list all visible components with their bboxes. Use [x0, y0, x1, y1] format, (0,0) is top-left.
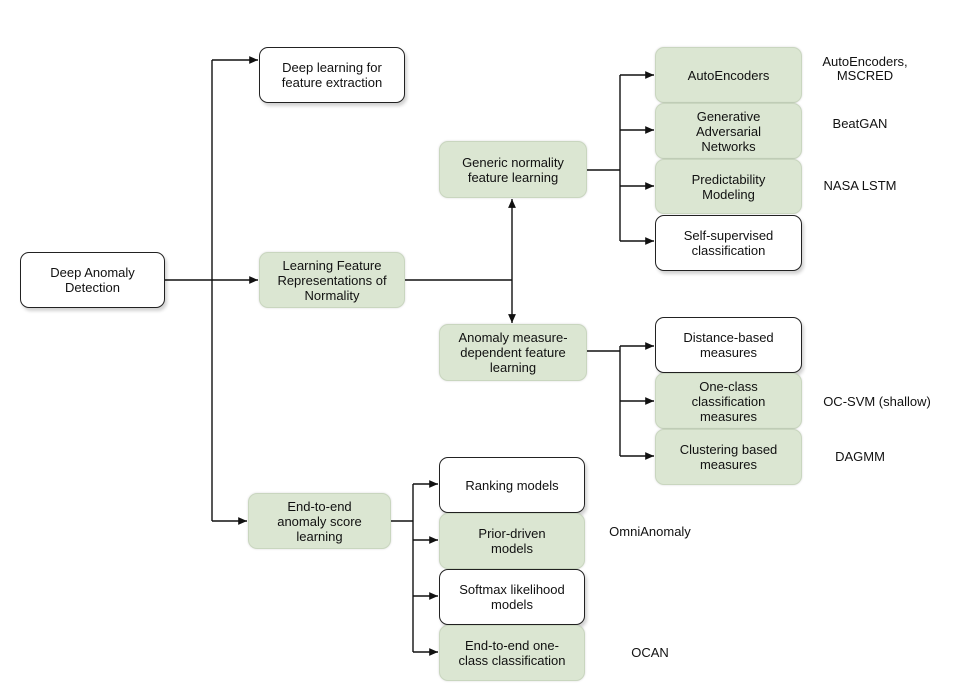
- node-ranking-models: Ranking models: [439, 457, 585, 513]
- node-end-to-end-one-class: End-to-end one- class classification: [439, 625, 585, 681]
- node-generic-normality: Generic normality feature learning: [439, 141, 587, 198]
- node-distance-based: Distance-based measures: [655, 317, 802, 373]
- node-deep-anomaly-detection: Deep Anomaly Detection: [20, 252, 165, 308]
- node-learning-feature-representations: Learning Feature Representations of Norm…: [259, 252, 405, 308]
- example-gan: BeatGAN: [832, 116, 888, 131]
- node-autoencoders: AutoEncoders: [655, 47, 802, 103]
- example-autoencoders: AutoEncoders, MSCRED: [822, 54, 908, 83]
- example-predictability: NASA LSTM: [823, 178, 897, 193]
- node-clustering-based: Clustering based measures: [655, 429, 802, 485]
- example-clustering: DAGMM: [835, 449, 885, 464]
- example-one-class: OC-SVM (shallow): [823, 394, 931, 409]
- example-prior-driven: OmniAnomaly: [609, 524, 691, 539]
- node-gan: Generative Adversarial Networks: [655, 103, 802, 159]
- node-anomaly-measure-dependent: Anomaly measure- dependent feature learn…: [439, 324, 587, 381]
- example-end-to-end-one-class: OCAN: [631, 645, 669, 660]
- node-end-to-end-anomaly-score: End-to-end anomaly score learning: [248, 493, 391, 549]
- node-softmax-likelihood: Softmax likelihood models: [439, 569, 585, 625]
- node-predictability-modeling: Predictability Modeling: [655, 159, 802, 214]
- node-feature-extraction: Deep learning for feature extraction: [259, 47, 405, 103]
- node-prior-driven: Prior-driven models: [439, 513, 585, 569]
- node-one-class: One-class classification measures: [655, 373, 802, 429]
- node-self-supervised: Self-supervised classification: [655, 215, 802, 271]
